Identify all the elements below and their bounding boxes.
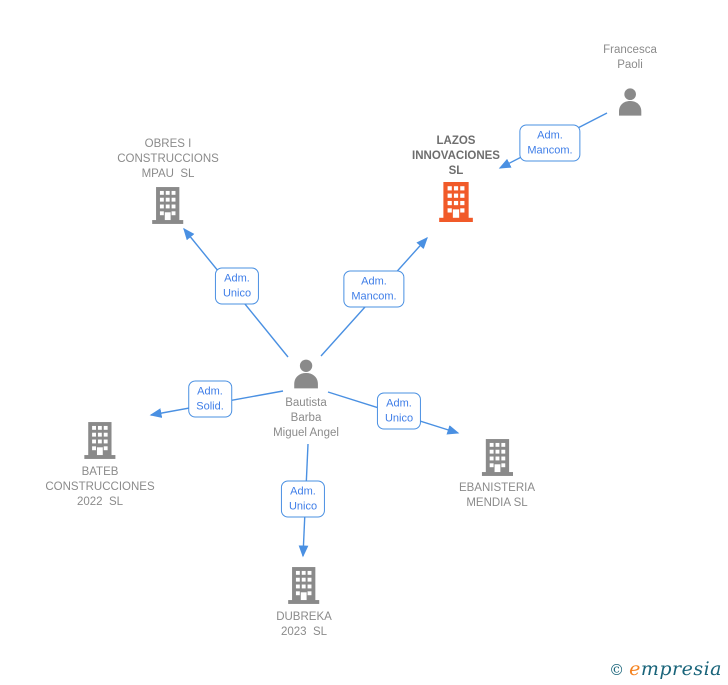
label-line: Unico	[222, 287, 252, 299]
brand-wordmark: empresia	[629, 658, 722, 680]
name-line: BATEB	[81, 466, 119, 478]
edge-label-adm-unico-obres: Adm. Unico	[214, 267, 260, 305]
node-obres-i-construccions-mpau-sl[interactable]: OBRES I CONSTRUCCIONS MPAU SL	[117, 137, 219, 224]
name-line: SL	[448, 165, 464, 177]
label-line: Solid.	[196, 400, 224, 412]
copyright-icon: ©	[609, 661, 625, 679]
name-line: 2023 SL	[280, 626, 328, 638]
building-icon	[152, 187, 185, 224]
label-line: Adm.	[197, 385, 223, 398]
name-line: CONSTRUCCIONES	[45, 481, 155, 493]
building-icon-highlighted	[438, 182, 474, 222]
company-name: DUBREKA 2023 SL	[276, 610, 332, 640]
node-ebanisteria-mendia-sl[interactable]: EBANISTERIA MENDIA SL	[459, 439, 535, 511]
edge-label-adm-mancom-francesca: Adm. Mancom.	[519, 124, 581, 162]
label-line: Mancom.	[351, 290, 397, 302]
label-line: Mancom.	[527, 144, 573, 156]
company-name: OBRES I CONSTRUCCIONS MPAU SL	[117, 137, 219, 182]
node-dubreka-2023-sl[interactable]: DUBREKA 2023 SL	[276, 567, 332, 640]
name-line: Francesca	[603, 44, 657, 56]
empresia-logo: © empresia	[609, 658, 722, 680]
label-line: Adm.	[361, 275, 387, 288]
person-icon	[289, 357, 323, 391]
name-line: 2022 SL	[76, 496, 124, 508]
name-line: CONSTRUCCIONS	[117, 153, 219, 165]
name-line: OBRES I	[144, 138, 192, 150]
brand-rest: mpresia	[640, 658, 722, 680]
edge-label-adm-unico-dubreka: Adm. Unico	[280, 480, 326, 518]
name-line: INNOVACIONES	[412, 150, 500, 162]
name-line: MENDIA SL	[466, 497, 528, 509]
name-line: Barba	[290, 412, 322, 424]
label-line: Unico	[384, 412, 414, 424]
building-icon	[287, 567, 320, 604]
node-francesca-paoli[interactable]: Francesca Paoli	[603, 43, 657, 118]
name-line: EBANISTERIA	[458, 482, 536, 494]
label-line: Unico	[288, 500, 318, 512]
edge-label-adm-solid-bateb: Adm. Solid.	[188, 380, 232, 418]
label-line: Adm.	[386, 397, 412, 410]
node-bateb-construcciones-2022-sl[interactable]: BATEB CONSTRUCCIONES 2022 SL	[45, 422, 155, 510]
company-name: BATEB CONSTRUCCIONES 2022 SL	[45, 465, 154, 510]
name-line: Bautista	[285, 397, 327, 409]
person-name: Bautista Barba Miguel Angel	[273, 396, 339, 441]
label-line: Adm.	[537, 129, 563, 142]
name-line: DUBREKA	[276, 611, 332, 623]
name-line: LAZOS	[436, 135, 476, 147]
person-name: Francesca Paoli	[603, 43, 657, 73]
building-icon	[83, 422, 116, 459]
brand-initial: e	[629, 658, 641, 680]
name-line: Paoli	[617, 59, 643, 71]
label-line: Adm.	[290, 485, 316, 498]
name-line: MPAU SL	[141, 168, 195, 180]
edge-label-adm-unico-ebanisteria: Adm. Unico	[376, 392, 422, 430]
person-icon	[614, 86, 646, 118]
building-icon	[481, 439, 514, 476]
company-name: EBANISTERIA MENDIA SL	[459, 481, 535, 511]
company-name: LAZOS INNOVACIONES SL	[412, 134, 500, 179]
name-line: Miguel Angel	[273, 427, 339, 439]
node-lazos-innovaciones-sl[interactable]: LAZOS INNOVACIONES SL	[412, 134, 500, 222]
label-line: Adm.	[224, 272, 250, 285]
edge-label-adm-mancom-lazos: Adm. Mancom.	[343, 270, 405, 308]
node-bautista-barba-miguel-angel[interactable]: Bautista Barba Miguel Angel	[273, 357, 339, 441]
